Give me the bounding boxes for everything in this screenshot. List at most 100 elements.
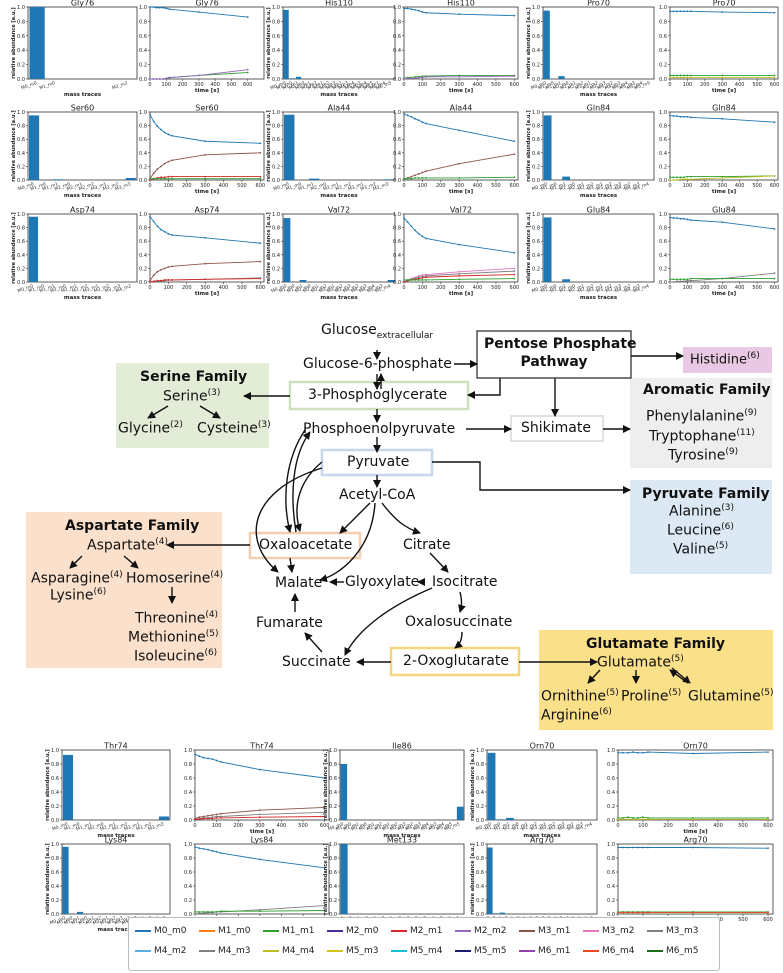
- legend-item-M0_m0: M0_m0: [135, 926, 186, 936]
- node-homoserine: Homoserine(4): [126, 570, 224, 587]
- arrow-pep-oaa: [284, 429, 306, 533]
- node-alanine: Alanine(3): [669, 503, 735, 520]
- node-arginine: Arginine(6): [541, 707, 612, 724]
- node-tyrosine: Tyrosine(9): [668, 447, 739, 464]
- legend-swatch: [199, 949, 215, 952]
- legend-label: M1_m0: [218, 926, 251, 936]
- legend: M0_m0 M1_m0 M1_m1 M2_m0 M2_m1 M2_m2 M3_m1 M3_m2…: [128, 917, 720, 971]
- node-isocitrate: Isocitrate: [432, 574, 498, 590]
- node-serine: Serine(3): [163, 388, 221, 405]
- legend-item-M2_m1: M2_m1: [391, 926, 442, 936]
- arrow-glu-orn: [587, 669, 601, 684]
- legend-swatch: [391, 949, 407, 952]
- legend-item-M4_m2: M4_m2: [135, 946, 186, 956]
- node-methionine: Methionine(5): [128, 629, 219, 646]
- ppp-box: [476, 330, 632, 379]
- legend-label: M3_m1: [538, 926, 571, 936]
- legend-swatch: [263, 949, 279, 952]
- node-valine: Valine(5): [673, 541, 729, 558]
- legend-swatch: [135, 949, 151, 952]
- arrow-oaa-pep: [292, 431, 311, 533]
- arrow-acetyl-malate: [319, 502, 376, 583]
- legend-swatch: [583, 949, 599, 952]
- node-succinate: Succinate: [282, 654, 351, 670]
- legend-item-M5_m5: M5_m5: [455, 946, 506, 956]
- legend-label: M2_m1: [410, 926, 443, 936]
- arrow-asp-asn: [69, 555, 83, 569]
- legend-label: M0_m0: [154, 926, 187, 936]
- legend-label: M3_m2: [602, 926, 635, 936]
- arrow-acetyl-oaa: [339, 502, 371, 534]
- arrow-isocitrate-succinate: [344, 587, 433, 656]
- node-tryptophane: Tryptophane(11): [649, 428, 755, 445]
- arrow-acetyl-citrate: [381, 502, 421, 535]
- aspartate-family-title: Aspartate Family: [65, 518, 200, 534]
- legend-swatch: [263, 929, 279, 932]
- legend-item-M5_m4: M5_m4: [391, 946, 442, 956]
- node-lysine: Lysine(6): [50, 587, 107, 604]
- node-glucose-extracellular: Glucoseextracellular: [321, 322, 434, 341]
- legend-item-M3_m1: M3_m1: [519, 926, 570, 936]
- legend-item-M6_m1: M6_m1: [519, 946, 570, 956]
- arrow-pyr-malate: [255, 467, 323, 573]
- legend-item-M5_m3: M5_m3: [327, 946, 378, 956]
- node-cysteine: Cysteine(3): [197, 420, 271, 437]
- legend-swatch: [519, 949, 535, 952]
- histidine-box: [683, 347, 772, 373]
- legend-label: M5_m3: [346, 946, 379, 956]
- legend-item-M4_m3: M4_m3: [199, 946, 250, 956]
- node-pentose-phosphate: Pentose Phosphate: [484, 336, 637, 352]
- legend-label: M4_m2: [154, 946, 187, 956]
- node-glutamine: Glutamine(5): [688, 688, 774, 705]
- legend-swatch: [583, 929, 599, 932]
- legend-label: M3_m3: [666, 926, 699, 936]
- legend-item-M1_m0: M1_m0: [199, 926, 250, 936]
- legend-label: M1_m1: [282, 926, 315, 936]
- node-oxaloacetate: Oxaloacetate: [259, 537, 353, 553]
- legend-item-M2_m2: M2_m2: [455, 926, 506, 936]
- arrow-pyr-oaa: [294, 461, 323, 532]
- legend-item-M2_m0: M2_m0: [327, 926, 378, 936]
- node-fumarate: Fumarate: [256, 615, 323, 631]
- node-asparagine: Asparagine(4): [31, 570, 123, 587]
- arrow-citrate-isocitrate: [429, 552, 449, 573]
- legend-item-M6_m5: M6_m5: [647, 946, 698, 956]
- node-histidine: Histidine(6): [690, 351, 760, 368]
- node-malate: Malate: [275, 575, 323, 591]
- legend-label: M6_m5: [666, 946, 699, 956]
- legend-label: M5_m4: [410, 946, 443, 956]
- glutamate-family-title: Glutamate Family: [586, 636, 725, 652]
- node-2-oxoglutarate: 2-Oxoglutarate: [403, 653, 509, 669]
- legend-label: M4_m3: [218, 946, 251, 956]
- node-glycine: Glycine(2): [118, 420, 183, 437]
- legend-item-M6_m4: M6_m4: [583, 946, 634, 956]
- arrow-isocitrate-oxalosuccinate: [458, 591, 466, 613]
- arrow-oxalosuccinate-oxoglutarate: [454, 631, 463, 649]
- node-glucose-6-phosphate: Glucose-6-phosphate: [303, 356, 452, 372]
- node-glyoxylate: Glyoxylate: [345, 574, 420, 590]
- legend-swatch: [519, 929, 535, 932]
- node-threonine: Threonine(4): [135, 610, 219, 627]
- legend-item-M3_m2: M3_m2: [583, 926, 634, 936]
- legend-swatch: [647, 949, 663, 952]
- node-ornithine: Ornithine(5): [541, 688, 619, 705]
- legend-label: M5_m5: [474, 946, 507, 956]
- arrow-ppp-pg3: [467, 378, 501, 399]
- node-aspartate: Aspartate(4): [87, 537, 169, 554]
- legend-label: M2_m2: [474, 926, 507, 936]
- serine-family-title: Serine Family: [140, 369, 248, 385]
- legend-swatch: [327, 949, 343, 952]
- legend-swatch: [647, 929, 663, 932]
- legend-label: M2_m0: [346, 926, 379, 936]
- node-leucine: Leucine(6): [667, 522, 734, 539]
- arrow-gln-glu: [669, 669, 689, 684]
- arrow-serine-cysteine: [199, 405, 221, 419]
- node-pyruvate: Pyruvate: [347, 454, 410, 470]
- aspartate-family-box: [26, 512, 222, 668]
- arrow-oaa-malate: [287, 557, 295, 573]
- node-isoleucine: Isoleucine(6): [134, 648, 218, 665]
- node-citrate: Citrate: [403, 537, 451, 553]
- legend-item-M1_m1: M1_m1: [263, 926, 314, 936]
- aromatic-family-box: [630, 378, 772, 468]
